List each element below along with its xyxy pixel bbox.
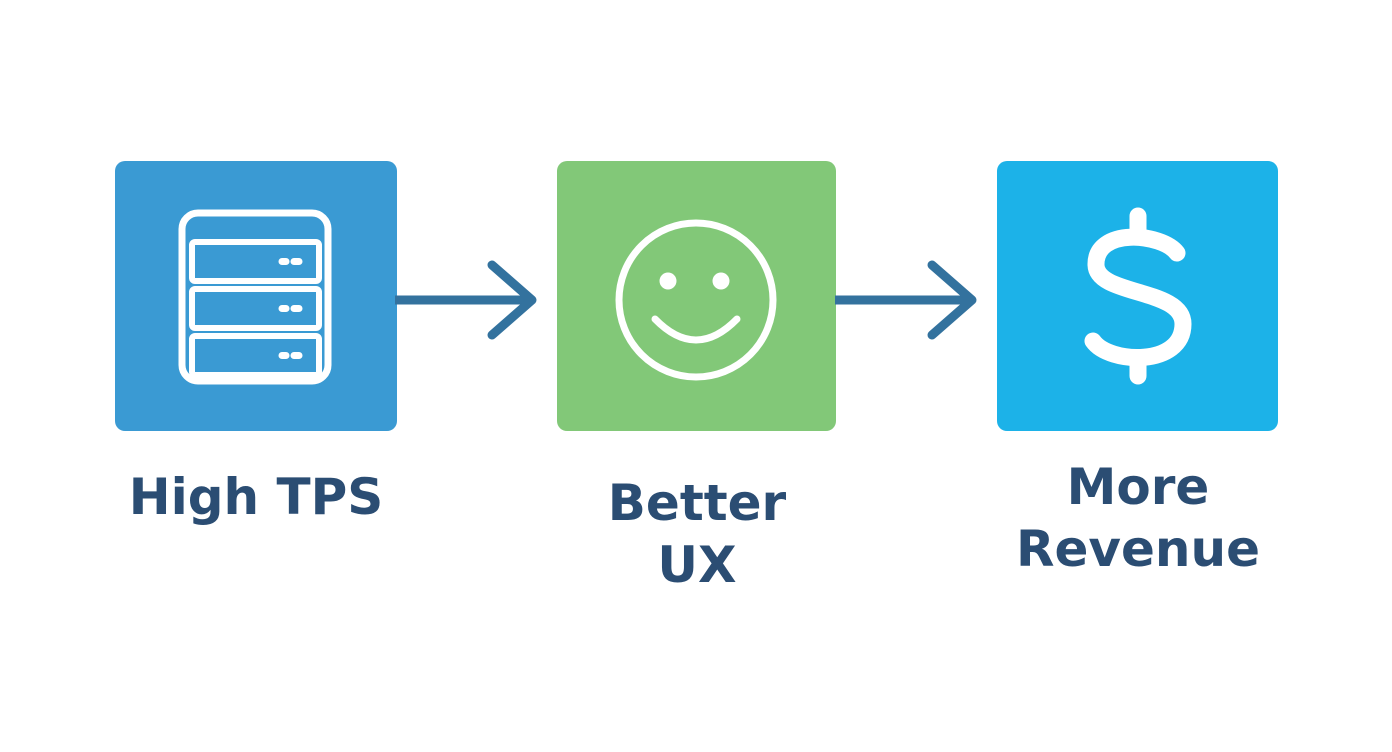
step-label-high-tps: High TPS [56,466,456,528]
label-line: More [1066,458,1210,516]
step-tile-high-tps [115,161,397,431]
right-arrow-icon [395,260,537,340]
step-tile-better-ux [557,161,836,431]
label-line: Better [607,474,787,532]
step-tile-more-revenue [997,161,1278,431]
label-line: High TPS [128,468,384,526]
step-label-better-ux: Better UX [497,472,897,596]
smiley-face-icon [615,219,777,381]
label-line: Revenue [1015,520,1261,578]
label-line: UX [657,536,737,594]
dollar-sign-icon [1084,207,1192,385]
step-label-more-revenue: More Revenue [938,456,1338,580]
right-arrow-icon [835,260,977,340]
server-icon [178,209,332,385]
